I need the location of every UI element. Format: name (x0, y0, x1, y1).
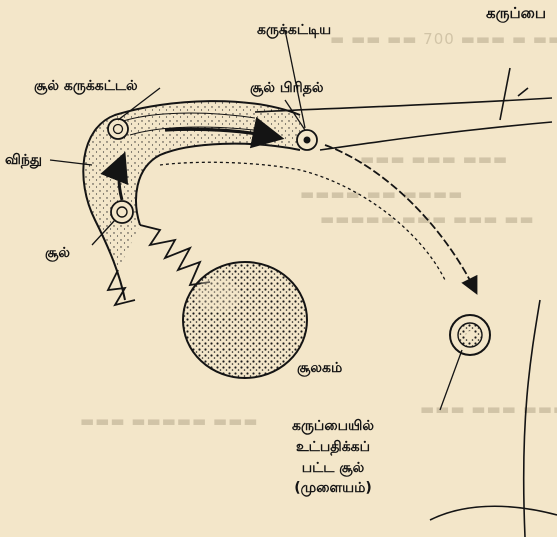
label-implanted-line3: பட்ட சூல் (268, 460, 398, 477)
zygote (108, 119, 128, 139)
label-fertilization: சூல் கருக்கட்டல் (34, 78, 138, 95)
label-implanted-line1: கருப்பையில் (268, 418, 398, 435)
label-implanted-line2: உட்பதிக்கப் (268, 439, 398, 456)
label-implanted-line4: (முளையம்) (268, 480, 398, 497)
implanted-embryo (450, 315, 490, 355)
label-ovary: சூலகம் (297, 360, 342, 377)
label-cleavage: சூல் பிரிதல் (250, 80, 323, 97)
label-ovum: சூல் (45, 245, 70, 262)
label-sperm: விந்து (5, 152, 42, 169)
cleaving-embryo (297, 130, 317, 150)
label-implanted-embryo: கருப்பையில் உட்பதிக்கப் பட்ட சூல் (முளைய… (268, 418, 398, 497)
ovary (183, 262, 307, 378)
label-uterus: கருப்பை (486, 4, 546, 22)
movement-arrows (119, 129, 475, 290)
ovum-released (111, 201, 133, 223)
label-fertilized: கருக்கட்டிய (257, 22, 331, 39)
